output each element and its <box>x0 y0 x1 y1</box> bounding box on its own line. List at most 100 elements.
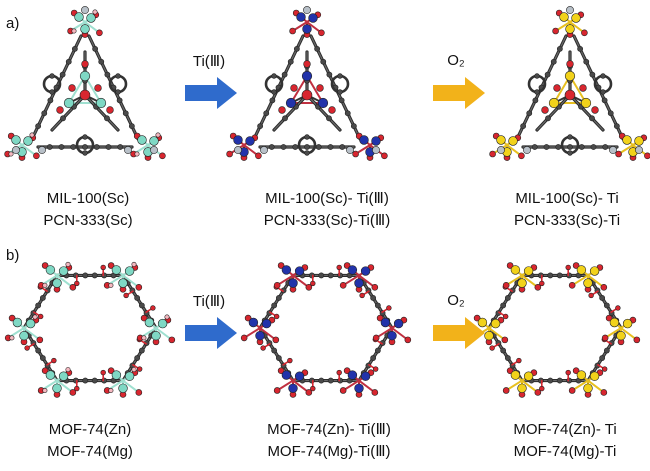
oxygen-atom <box>506 262 514 269</box>
metal-atom <box>548 97 560 109</box>
mof74-ti3-structure <box>240 262 412 398</box>
hydrogen-atom <box>150 146 158 154</box>
carbon-atom <box>603 347 610 354</box>
carbon-atom <box>70 144 77 150</box>
metal-atom <box>144 317 155 328</box>
oxygen-atom <box>539 280 545 287</box>
carbon-atom <box>547 272 554 279</box>
carbon-atom <box>115 73 121 79</box>
oxygen-atom <box>74 280 80 287</box>
metal-atom <box>510 265 521 275</box>
carbon-atom <box>526 110 533 117</box>
metal-atom <box>359 135 369 145</box>
carbon-atom <box>602 144 609 150</box>
carbon-atom <box>337 377 344 384</box>
oxygen-atom <box>371 389 379 396</box>
oxygen-atom <box>502 387 510 394</box>
carbon-atom <box>46 144 53 150</box>
oxygen-atom <box>376 314 384 322</box>
carbon-atom <box>500 347 507 354</box>
carbon-atom <box>567 150 573 156</box>
carbon-atom <box>82 377 89 384</box>
metal-atom <box>609 317 620 328</box>
carbon-atom <box>72 272 79 279</box>
metal-atom <box>347 370 358 380</box>
carbon-atom <box>92 45 99 52</box>
mil100-sc-structure <box>4 6 166 161</box>
metal-atom <box>11 135 21 145</box>
hydrogen-atom <box>523 146 531 154</box>
bond <box>23 327 41 341</box>
oxygen-atom <box>24 345 30 351</box>
oxygen-atom <box>328 106 336 114</box>
oxygen-atom <box>518 152 525 160</box>
hydrogen-atom <box>131 261 137 267</box>
metal-atom <box>371 136 381 146</box>
oxygen-atom <box>278 106 286 114</box>
metal-atom <box>589 266 600 276</box>
oxygen-atom <box>168 336 176 344</box>
carbon-atom <box>550 58 557 65</box>
oxygen-atom <box>123 292 129 299</box>
oxygen-atom <box>343 262 351 269</box>
oxygen-atom <box>244 314 252 322</box>
caption-line: MIL-100(Sc)- Ti <box>515 190 619 207</box>
carbon-atom <box>275 295 282 301</box>
carbon-atom <box>281 71 288 78</box>
oxygen-atom <box>255 152 262 160</box>
carbon-atom <box>271 302 278 309</box>
carbon-atom <box>327 144 334 150</box>
carbon-atom <box>504 355 511 361</box>
metal-atom <box>245 136 255 146</box>
oxygen-atom <box>534 283 542 291</box>
carbon-atom <box>282 115 288 122</box>
carbon-atom <box>268 144 275 150</box>
carbon-atom <box>117 144 124 150</box>
carbon-atom <box>134 355 141 361</box>
carbon-atom <box>520 123 527 130</box>
caption-a-stage1: MIL-100(Sc) PCN-333(Sc) <box>0 188 188 232</box>
oxygen-atom <box>591 106 599 114</box>
oxygen-atom <box>568 282 576 289</box>
carbon-atom <box>104 115 110 122</box>
carbon-atom <box>344 110 351 117</box>
oxygen-atom <box>644 152 650 160</box>
carbon-atom <box>304 134 310 140</box>
oxygen-atom <box>588 292 594 299</box>
carbon-atom <box>578 144 585 150</box>
oxygen-atom <box>79 89 91 101</box>
metal-atom <box>52 278 62 288</box>
oxygen-atom <box>135 283 143 291</box>
oxygen-atom <box>386 305 392 311</box>
oxygen-atom <box>633 336 641 344</box>
hydrogen-atom <box>635 146 643 154</box>
oxygen-atom <box>564 89 576 101</box>
hydrogen-atom <box>346 146 354 154</box>
metal-atom <box>79 70 91 82</box>
metal-atom <box>45 370 56 380</box>
o2-arrow-label-b: O₂ <box>447 292 465 309</box>
hydrogen-atom <box>38 146 46 154</box>
carbon-atom <box>537 377 544 384</box>
caption-b-stage2: MOF-74(Zn)- Ti(Ⅲ) MOF-74(Mg)-Ti(Ⅲ) <box>229 419 429 463</box>
carbon-atom <box>82 150 88 156</box>
oxygen-atom <box>339 387 347 394</box>
metal-atom <box>347 265 358 275</box>
carbon-atom <box>607 110 614 117</box>
carbon-atom <box>105 144 112 150</box>
metal-atom <box>25 318 36 329</box>
oxygen-atom <box>94 84 102 92</box>
carbon-atom <box>613 123 620 130</box>
oxygen-atom <box>303 60 311 68</box>
carbon-atom <box>287 58 294 65</box>
carbon-atom <box>532 97 539 104</box>
carbon-atom <box>91 272 98 279</box>
carbon-atom <box>374 347 381 354</box>
bond <box>273 94 308 131</box>
caption-b-stage1: MOF-74(Zn) MOF-74(Mg) <box>0 419 190 463</box>
oxygen-atom <box>339 282 347 289</box>
carbon-atom <box>327 377 334 384</box>
metal-atom <box>354 383 364 393</box>
carbon-atom <box>101 377 108 384</box>
carbon-atom <box>39 355 46 361</box>
